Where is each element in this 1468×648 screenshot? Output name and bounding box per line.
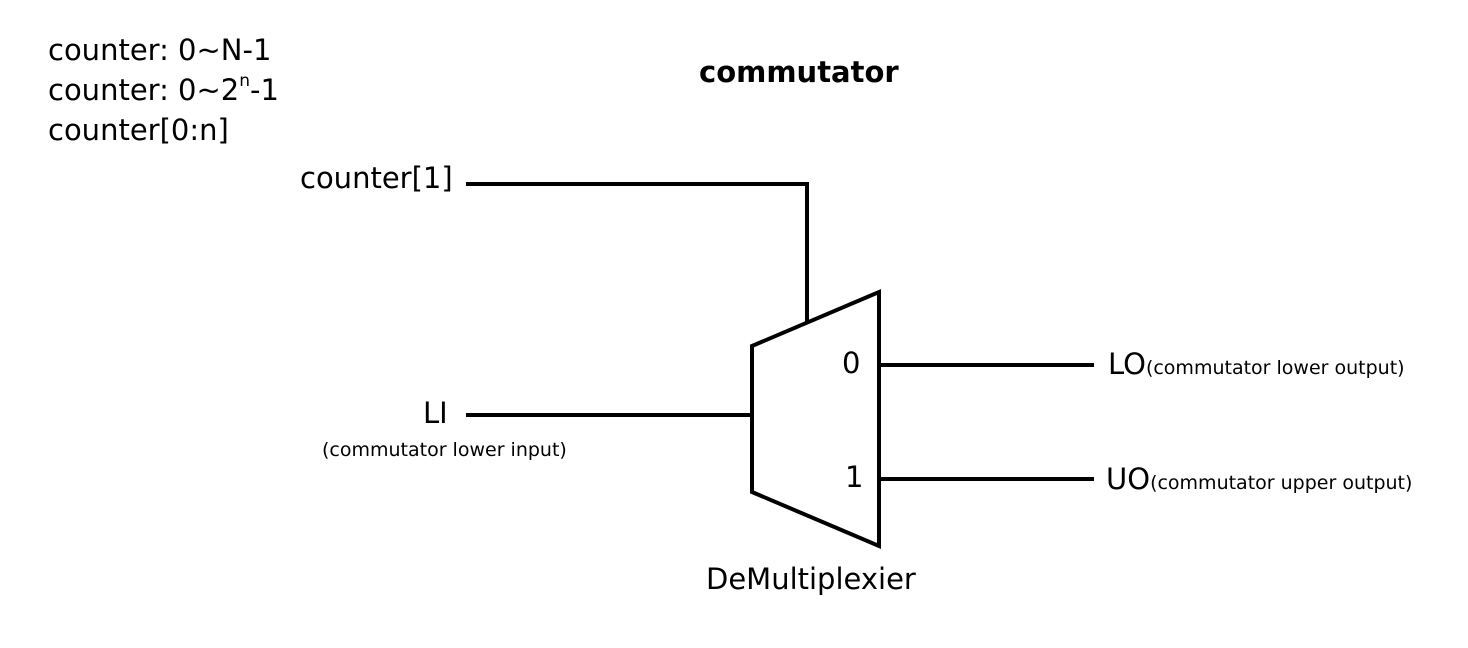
demux-port-1: 1 — [845, 460, 864, 494]
select-wire — [466, 182, 809, 322]
lower-output-name: LO — [1108, 347, 1146, 381]
select-input-label: counter[1] — [300, 161, 453, 195]
lower-output-label: LO(commutator lower output) — [1108, 350, 1405, 379]
note-counter-range-n: counter: 0~N-1 — [48, 33, 272, 67]
diagram-title: commutator — [699, 55, 899, 89]
data-input-description: (commutator lower input) — [322, 439, 567, 461]
note-counter-range-power: counter: 0~2n-1 — [48, 70, 279, 110]
demux-body — [750, 288, 881, 550]
demux-port-0: 0 — [842, 346, 861, 380]
data-input-label: LI — [423, 396, 448, 430]
upper-output-name: UO — [1106, 462, 1151, 496]
note-power-prefix: counter: 0~2 — [48, 73, 240, 107]
upper-output-label: UO(commutator upper output) — [1106, 465, 1412, 494]
note-power-suffix: -1 — [250, 73, 279, 107]
demux-label: DeMultiplexier — [706, 562, 916, 596]
note-counter-bits: counter[0:n] — [48, 113, 229, 147]
note-power-exponent: n — [239, 71, 251, 91]
lower-output-description: (commutator lower output) — [1145, 357, 1405, 379]
upper-output-description: (commutator upper output) — [1150, 472, 1413, 494]
notes-block: counter: 0~N-1 counter: 0~2n-1 counter[0… — [48, 30, 279, 150]
